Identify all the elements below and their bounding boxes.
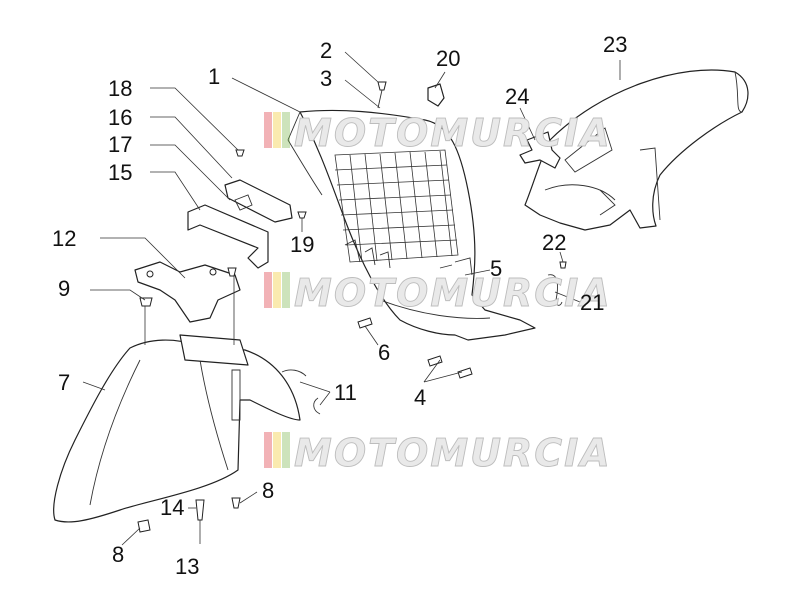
callout-8-upper: 8 bbox=[262, 478, 274, 503]
watermark-text-top: MOTOMURCIA bbox=[294, 111, 612, 155]
callout-18: 18 bbox=[108, 76, 132, 101]
callout-6: 6 bbox=[378, 340, 390, 365]
callout-15: 15 bbox=[108, 160, 132, 185]
callout-3: 3 bbox=[320, 66, 332, 91]
bracket-assembly-part bbox=[187, 179, 293, 269]
bracket-part-24 bbox=[519, 131, 561, 169]
watermark-logo-bottom: MOTOMURCIA bbox=[264, 431, 612, 475]
callout-14: 14 bbox=[160, 495, 184, 520]
leg-shield-part bbox=[287, 109, 536, 341]
watermark-logo-middle: MOTOMURCIA bbox=[264, 271, 612, 315]
callout-22: 22 bbox=[542, 230, 566, 255]
callout-24: 24 bbox=[505, 84, 529, 109]
front-mudguard-part bbox=[53, 334, 301, 523]
leader-lines bbox=[82, 51, 621, 546]
watermark-logo-top: MOTOMURCIA bbox=[264, 111, 612, 155]
callout-13: 13 bbox=[175, 554, 199, 579]
callout-16: 16 bbox=[108, 105, 132, 130]
watermark-text-middle: MOTOMURCIA bbox=[294, 271, 612, 315]
callout-7: 7 bbox=[58, 370, 70, 395]
mounting-plate-part bbox=[134, 261, 241, 323]
watermark-text-bottom: MOTOMURCIA bbox=[294, 431, 612, 475]
callout-12: 12 bbox=[52, 226, 76, 251]
callout-20: 20 bbox=[436, 46, 460, 71]
callout-2: 2 bbox=[320, 38, 332, 63]
callout-5: 5 bbox=[490, 256, 502, 281]
callout-21: 21 bbox=[580, 290, 604, 315]
wire-part-21 bbox=[547, 274, 563, 306]
callout-23: 23 bbox=[603, 32, 627, 57]
rear-mudguard-part bbox=[524, 69, 749, 231]
screws-hardware bbox=[137, 81, 567, 533]
spring-clips-part bbox=[281, 369, 321, 415]
callout-17: 17 bbox=[108, 132, 132, 157]
callout-9: 9 bbox=[58, 276, 70, 301]
callout-4: 4 bbox=[414, 385, 426, 410]
callout-8-lower: 8 bbox=[112, 542, 124, 567]
callout-11: 11 bbox=[334, 380, 357, 405]
callout-19: 19 bbox=[290, 232, 314, 257]
clip-part-20 bbox=[427, 83, 445, 107]
callout-labels: 1 2 3 4 5 6 7 8 8 9 11 12 13 14 15 16 17… bbox=[52, 32, 627, 579]
callout-1: 1 bbox=[208, 64, 220, 89]
